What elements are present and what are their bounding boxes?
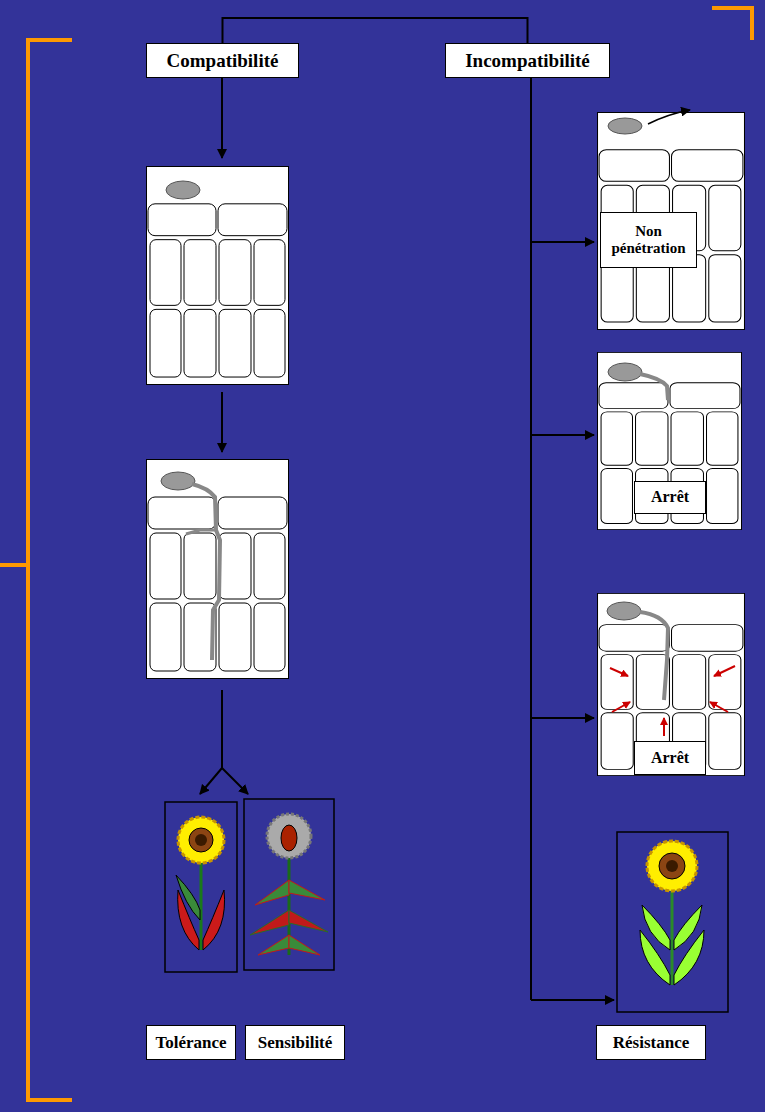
result-box: Tolérance <box>146 1025 236 1060</box>
bracket <box>0 8 752 1100</box>
node-label: Compatibilité <box>167 50 279 72</box>
node-label: Arrêt <box>651 488 689 506</box>
outcome-box: Non pénétration <box>600 212 697 268</box>
result-box: Sensibilité <box>245 1025 345 1060</box>
node-label: Incompatibilité <box>465 50 590 72</box>
node-label: Résistance <box>613 1033 689 1053</box>
outcome-box: Arrêt <box>634 481 706 514</box>
node-label: Arrêt <box>651 749 689 767</box>
node-label: Sensibilité <box>258 1033 333 1053</box>
category-box: Incompatibilité <box>445 43 610 78</box>
node-label: Non pénétration <box>607 223 690 258</box>
result-box: Résistance <box>596 1025 706 1060</box>
category-box: Compatibilité <box>146 43 299 78</box>
connector <box>223 18 528 43</box>
node-label: Tolérance <box>155 1033 226 1053</box>
outcome-box: Arrêt <box>634 741 706 775</box>
